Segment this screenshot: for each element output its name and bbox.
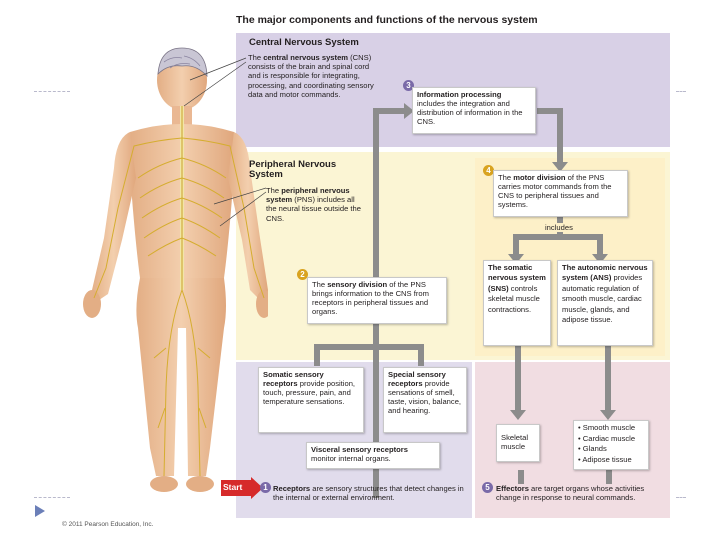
right-dash-bottom — [676, 497, 686, 498]
receptors-description: Receptors are sensory structures that de… — [273, 484, 464, 503]
step-2-badge: 2 — [297, 269, 308, 280]
step-1-badge: 1 — [260, 482, 271, 493]
skeletal-muscle-box: Skeletal muscle — [496, 424, 540, 462]
right-dash-top — [676, 91, 686, 92]
cns-heading: Central Nervous System — [249, 37, 359, 48]
somatic-sensory-receptors-box: Somatic sensory receptors provide positi… — [258, 367, 364, 433]
left-dash-bottom — [34, 497, 70, 498]
start-label: Start — [223, 482, 243, 492]
includes-label: includes — [545, 223, 573, 233]
step-3-badge: 3 — [403, 80, 414, 91]
step-5-badge: 5 — [482, 482, 493, 493]
effector-item: • Adipose tissue — [578, 454, 632, 464]
pns-heading: Peripheral Nervous System — [249, 159, 337, 180]
copyright-notice: © 2011 Pearson Education, Inc. — [62, 521, 154, 528]
special-sensory-receptors-box: Special sensory receptors provide sensat… — [383, 367, 467, 433]
pns-description: The peripheral nervous system (PNS) incl… — [266, 186, 361, 223]
effector-item: • Glands — [578, 444, 607, 453]
cns-description: The central nervous system (CNS) consist… — [248, 53, 374, 99]
figure-title: The major components and functions of th… — [236, 14, 538, 26]
step-4-badge: 4 — [483, 165, 494, 176]
effector-organs-list: • Smooth muscle • Cardiac muscle • Gland… — [573, 420, 649, 470]
visceral-sensory-receptors-box: Visceral sensory receptors monitor inter… — [306, 442, 440, 469]
slide-nav-arrow-icon[interactable] — [34, 504, 46, 518]
sensory-division-box: The sensory division of the PNS brings i… — [307, 277, 447, 324]
effector-item: • Smooth muscle — [578, 423, 636, 432]
left-dash-top — [34, 91, 70, 92]
autonomic-nervous-system-box: The autonomic nervous system (ANS) provi… — [557, 260, 653, 346]
information-processing-box: Information processing includes the inte… — [412, 87, 536, 134]
human-nervous-system-illustration — [83, 47, 268, 492]
effectors-description: Effectors are target organs whose activi… — [496, 484, 645, 503]
somatic-nervous-system-box: The somatic nervous system (SNS) control… — [483, 260, 551, 346]
start-arrow-icon — [221, 477, 263, 499]
effector-item: • Cardiac muscle — [578, 433, 636, 443]
motor-division-box: The motor division of the PNS carries mo… — [493, 170, 628, 217]
